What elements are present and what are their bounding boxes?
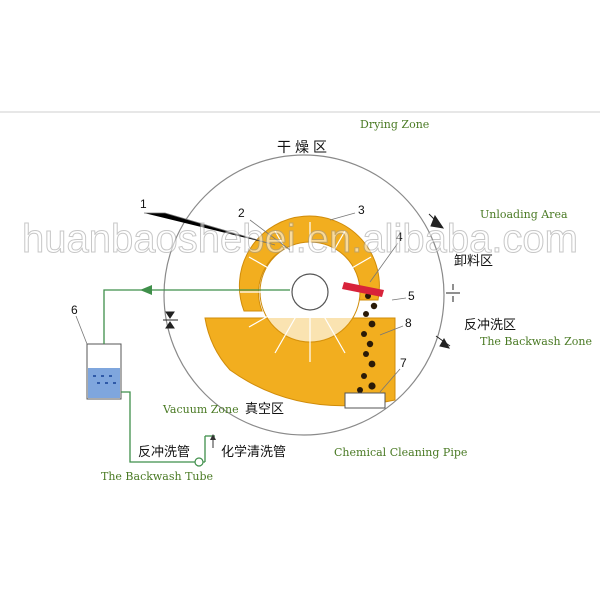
collection-tray bbox=[344, 392, 386, 409]
backwash-valve-icon bbox=[194, 457, 204, 467]
callout-1: 1 bbox=[140, 197, 147, 211]
drying-zone-en: Drying Zone bbox=[360, 118, 429, 131]
backwash-zone-en: The Backwash Zone bbox=[480, 335, 592, 348]
callout-2: 2 bbox=[238, 206, 245, 220]
vacuum-tank-dots bbox=[93, 375, 116, 384]
filter-cake-discharge bbox=[357, 293, 378, 393]
vacuum-zone-cn: 真空区 bbox=[245, 402, 284, 417]
disc-hub bbox=[291, 273, 329, 311]
callout-4: 4 bbox=[396, 230, 403, 244]
chemical-pipe-arrow bbox=[210, 434, 216, 440]
leader-lines bbox=[75, 212, 407, 393]
unloading-area-en: Unloading Area bbox=[480, 208, 568, 221]
backwash-zone-cn: 反冲洗区 bbox=[464, 318, 516, 333]
callout-8: 8 bbox=[405, 316, 412, 330]
callout-5: 5 bbox=[408, 289, 415, 303]
watermark: huanbaoshebei.en.alibaba.com bbox=[22, 217, 578, 261]
pipe-flow-arrow bbox=[140, 285, 152, 295]
backwash-tube-cn: 反冲洗管 bbox=[138, 445, 190, 460]
callout-3: 3 bbox=[358, 203, 365, 217]
unloading-area-cn: 卸料区 bbox=[454, 253, 493, 269]
chemical-pipe-cn: 化学清洗管 bbox=[221, 444, 286, 460]
chemical-pipe-en: Chemical Cleaning Pipe bbox=[334, 446, 467, 459]
drying-zone-cn: 干燥区 bbox=[277, 140, 331, 156]
vacuum-zone-en: Vacuum Zone bbox=[162, 403, 239, 416]
cycle-circle bbox=[163, 154, 445, 436]
backwash-tube-en: The Backwash Tube bbox=[101, 470, 213, 483]
callout-7: 7 bbox=[400, 356, 407, 370]
scraper-blade bbox=[342, 282, 384, 297]
zone-markers bbox=[163, 213, 460, 349]
callout-6: 6 bbox=[71, 303, 78, 317]
